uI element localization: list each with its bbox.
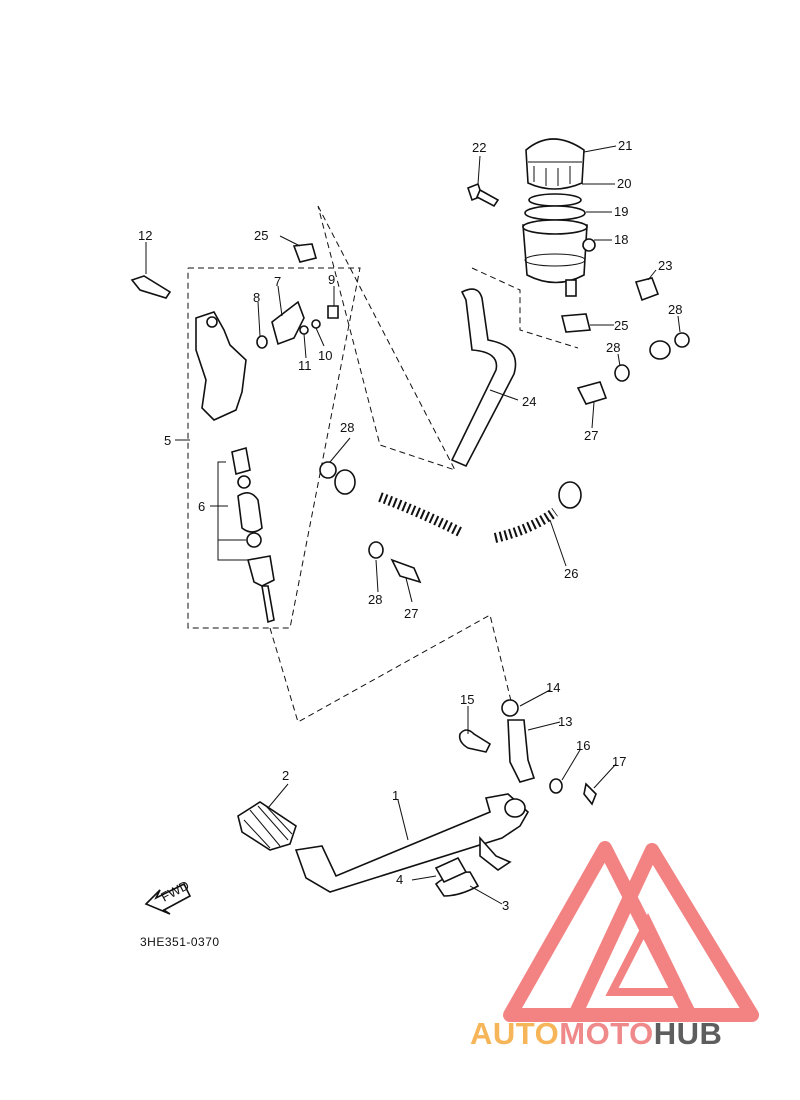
callout-14: 14 [546, 680, 560, 695]
drawing-code: 3HE351-0370 [140, 935, 220, 949]
callout-2: 2 [282, 768, 289, 783]
callout-28-b: 28 [368, 592, 382, 607]
callout-27-a: 27 [584, 428, 598, 443]
leader-reservoir [317, 205, 457, 471]
footrest-ribs [243, 805, 293, 849]
bracket-23 [634, 277, 660, 302]
union-bolt-27-a [576, 381, 608, 405]
callout-19: 19 [614, 204, 628, 219]
callout-28-c: 28 [606, 340, 620, 355]
kit-6-bracket [217, 461, 248, 561]
master-cylinder-body [195, 311, 247, 421]
callout-28-a: 28 [340, 420, 354, 435]
callout-23: 23 [658, 258, 672, 273]
clamp-25-top [292, 243, 317, 263]
callout-8: 8 [253, 290, 260, 305]
repair-kit-6 [231, 446, 275, 624]
brake-hose-26 [334, 340, 671, 544]
washer-28-a [319, 461, 337, 479]
bolt-12 [130, 275, 172, 299]
fwd-arrow-icon: FWD [144, 878, 192, 915]
leader-pushrod [269, 614, 513, 723]
callout-24: 24 [522, 394, 536, 409]
callout-11: 11 [298, 358, 312, 373]
callout-28-d: 28 [668, 302, 682, 317]
joint-7 [271, 300, 305, 346]
screw-9 [327, 305, 339, 319]
reservoir-assembly [522, 138, 596, 297]
callout-18: 18 [614, 232, 628, 247]
brake-pedal-1 [294, 793, 530, 893]
callout-21: 21 [618, 138, 632, 153]
clamp-25-mid [560, 313, 592, 333]
callout-17: 17 [612, 754, 626, 769]
callout-22: 22 [472, 140, 486, 155]
washer-28-c [614, 364, 630, 382]
logo-hub: HUB [653, 1016, 723, 1051]
rod-end-13 [507, 719, 536, 783]
o-ring-8 [256, 335, 268, 349]
mc-port [206, 316, 218, 328]
footrest-rubber-2 [237, 801, 297, 851]
washer-28-d [674, 332, 690, 348]
callout-16: 16 [576, 738, 590, 753]
washer-10 [311, 319, 321, 329]
union-bolt-27-b [390, 558, 422, 584]
callout-27-b: 27 [404, 606, 418, 621]
callout-12: 12 [138, 228, 152, 243]
callouts: 1 2 3 4 5 6 7 8 9 10 11 12 13 14 15 16 1… [138, 138, 682, 913]
callout-1: 1 [392, 788, 399, 803]
callout-9: 9 [328, 272, 335, 287]
collar-4 [434, 856, 468, 884]
callout-6: 6 [198, 499, 205, 514]
callout-26: 26 [564, 566, 578, 581]
leader-lines [145, 145, 681, 905]
logo-triangle-icon [503, 841, 759, 1022]
washer-11 [299, 325, 309, 335]
callout-25-top: 25 [254, 228, 268, 243]
pin-15 [458, 729, 492, 753]
logo-auto: AUTO [470, 1016, 560, 1051]
master-cylinder-group-box [187, 267, 361, 629]
callout-20: 20 [617, 176, 631, 191]
bolt-22 [467, 182, 500, 208]
nut-14 [501, 699, 519, 717]
washer-16 [549, 778, 563, 794]
washer-28-b [368, 541, 384, 559]
callout-15: 15 [460, 692, 474, 707]
callout-10: 10 [318, 348, 332, 363]
hose-24 [450, 288, 517, 468]
callout-7: 7 [274, 274, 281, 289]
callout-3: 3 [502, 898, 509, 913]
callout-4: 4 [396, 872, 403, 887]
logo-moto: MOTO [559, 1016, 654, 1051]
callout-5: 5 [164, 433, 171, 448]
callout-13: 13 [558, 714, 572, 729]
cotter-pin-17 [583, 782, 597, 806]
callout-25-mid: 25 [614, 318, 628, 333]
logo-wordmark: AUTOMOTOHUB [470, 1016, 800, 1056]
leader-hose [471, 267, 579, 349]
